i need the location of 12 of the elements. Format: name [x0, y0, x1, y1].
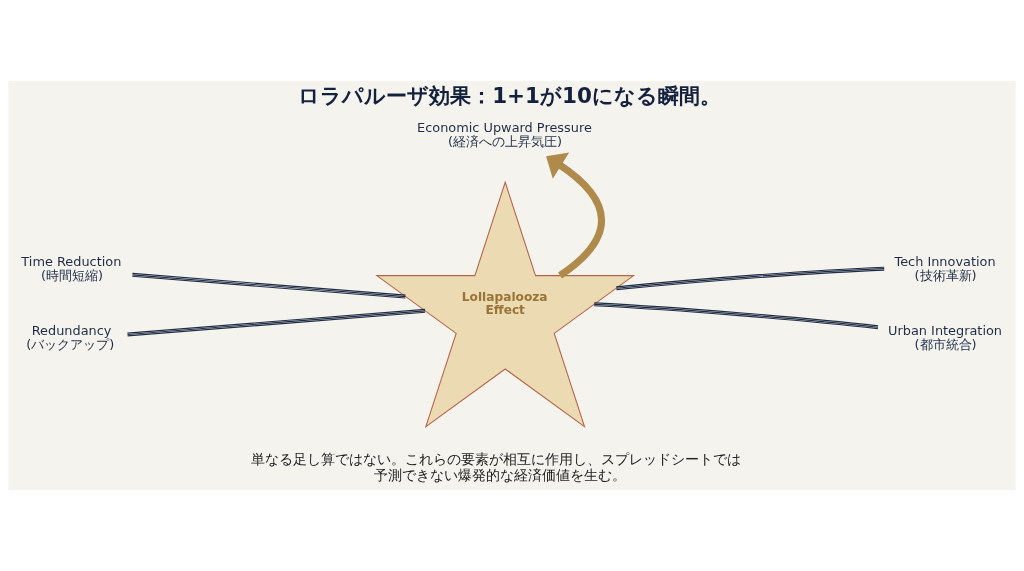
diagram-title: ロラパルーザ効果：1+1が10になる瞬間。	[298, 83, 721, 109]
connector	[131, 272, 407, 299]
connector	[615, 266, 885, 291]
node-text: Time Reduction (時間短縮)	[21, 254, 122, 284]
connector	[593, 302, 879, 330]
arrow	[546, 152, 605, 279]
node-text: Tech Innovation (技術革新)	[894, 254, 996, 284]
node-text: Redundancy (バックアップ)	[26, 322, 115, 353]
caption: 単なる足し算ではない。これらの要素が相互に作用し、スプレッドシートでは予測できない爆発的な経済価値を生む。	[251, 451, 742, 483]
node-text: Urban Integration (都市統合)	[888, 322, 1003, 353]
connector	[126, 308, 426, 337]
node-text: Economic Upward Pressure (経済への上昇気圧)	[417, 120, 592, 150]
